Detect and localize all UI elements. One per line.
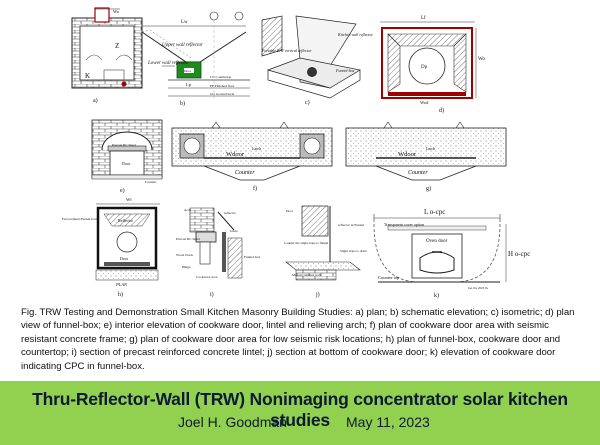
panel-d-text-0: Lf <box>421 16 426 21</box>
panel-f-text-1: Wdoor <box>226 151 245 158</box>
panel-b-text-6: FF Finished floor <box>210 84 235 88</box>
panel-e-text-0: Precast RC lintel <box>112 143 136 147</box>
panel-c-text-2: Funnel-box <box>335 68 355 73</box>
panel-g-door-plan-low-seismic: Latch Wdoor Counter g) <box>345 121 507 192</box>
panel-b-elevation: Lw Upper wall reflector Lower wall refle… <box>141 11 250 107</box>
panel-i-text-1: reflector <box>224 211 237 215</box>
panel-j-door-bottom-section: Door reflector in Funnel Counter tile sl… <box>284 205 367 298</box>
panel-f-label: f) <box>253 185 257 192</box>
panel-g-text-0: Latch <box>426 146 435 151</box>
panel-d-text-2: Dp <box>421 65 428 70</box>
presentation-title: Thru-Reflector-Wall (TRW) Nonimaging con… <box>32 389 568 430</box>
panel-k-text-1: Transparent cover option <box>384 222 424 227</box>
panel-k-label: k) <box>434 292 439 299</box>
panel-b-text-2: Lower wall reflector <box>147 61 189 66</box>
panel-e-text-2: Counter <box>145 180 157 184</box>
panel-i-text-6: Cookware door <box>196 275 219 279</box>
panel-i-text-5: Hinge <box>182 265 191 269</box>
presentation-date: May 11, 2023 <box>346 414 430 430</box>
panel-i-text-2: Glass <box>230 229 238 233</box>
panel-h-text-0: Wf <box>126 197 132 202</box>
panel-h-text-1: Reflector <box>118 218 134 223</box>
panel-k-text-0: L o-cpc <box>424 208 445 216</box>
panel-f-text-0: Latch <box>252 146 261 151</box>
panel-d-text-3: Wod <box>420 100 429 105</box>
panel-h-text-2: Ferrocement Funnel-box <box>62 217 97 221</box>
panel-c-text-1: Kitchen wall reflector <box>337 32 373 37</box>
panel-h-funnel-door-plan: Wf Reflector Ferrocement Funnel-box Door… <box>62 197 160 298</box>
panel-a-plan: Wo Z K a) <box>71 7 143 104</box>
panel-i-text-4: Wood block <box>176 253 193 257</box>
panel-b-text-0: Lw <box>181 20 188 25</box>
panel-k-text-5: Jan. 04, 2023 JG <box>468 286 489 291</box>
panel-k-text-3: H o-cpc <box>508 250 530 258</box>
panel-a-text-2: K <box>85 72 90 80</box>
panel-f-text-2: Counter <box>235 170 255 176</box>
panel-a-text-1: Z <box>115 42 119 50</box>
panel-j-text-2: Counter tile slight slope to funnel <box>284 241 328 245</box>
figure-drawings: Wo Z K a) Lw Upper wall reflector Lower … <box>62 7 530 299</box>
panel-c-isometric: Portable E/W vertical reflector Kitchen … <box>261 15 373 106</box>
panel-a-text-0: Wo <box>113 9 120 14</box>
panel-c-text-0: Portable E/W vertical reflector <box>261 48 312 53</box>
panel-j-text-1: reflector in Funnel <box>338 223 364 227</box>
panel-b-text-5: CC Countertop <box>210 75 232 79</box>
panel-i-text-0: Arch <box>184 208 191 212</box>
panel-j-text-3: Slight slope to drain <box>340 249 367 253</box>
panel-j-text-0: Door <box>286 209 294 213</box>
panel-k-text-2: Oven door <box>426 239 448 244</box>
panel-j-label: j) <box>315 291 320 298</box>
author-name: Joel H. Goodman <box>178 414 287 430</box>
panel-c-label: c) <box>305 99 310 106</box>
panel-g-text-1: Wdoor <box>398 151 417 158</box>
panel-b-text-3: Door <box>184 69 192 73</box>
panel-b-text-1: Upper wall reflector <box>162 43 203 48</box>
panel-h-text-3: Door <box>120 256 129 261</box>
panel-h-text-4: PLAN <box>115 282 128 287</box>
panel-k-door-cpc-elevation: L o-cpc Transparent cover option Oven do… <box>373 208 530 299</box>
panel-i-text-3: Precast RC lintel <box>176 237 200 241</box>
panel-g-label: g) <box>426 185 431 192</box>
panel-h-label: h) <box>118 291 123 298</box>
title-banner: Thru-Reflector-Wall (TRW) Nonimaging con… <box>0 381 600 445</box>
figure-caption: Fig. TRW Testing and Demonstration Small… <box>21 307 575 372</box>
panel-j-text-4: Masonry kitchen wall <box>292 273 321 277</box>
panel-b-text-4: Lp <box>186 82 192 87</box>
panel-d-label: d) <box>439 107 444 114</box>
panel-b-label: b) <box>180 100 185 107</box>
panel-a-label: a) <box>93 97 98 104</box>
panel-b-text-7: GG Ground level <box>210 92 234 96</box>
panel-g-text-2: Counter <box>408 170 428 176</box>
panel-d-funnel-plan: Lf Wo Dp Wod d) <box>380 16 485 114</box>
panel-d-text-1: Wo <box>478 57 485 62</box>
panel-i-label: i) <box>210 291 214 298</box>
panel-i-text-7: Funnel-box <box>244 255 260 259</box>
panel-e-text-1: Door <box>122 161 131 166</box>
panel-i-lintel-section: Arch reflector Glass Precast RC lintel W… <box>176 207 260 298</box>
panel-k-text-4: Counter top <box>378 275 400 280</box>
panel-f-door-plan-seismic: Latch Wdoor Counter f) <box>171 121 333 192</box>
panel-e-door-elevation: Precast RC lintel Door Counter e) <box>91 119 163 194</box>
panel-e-label: e) <box>120 187 125 194</box>
